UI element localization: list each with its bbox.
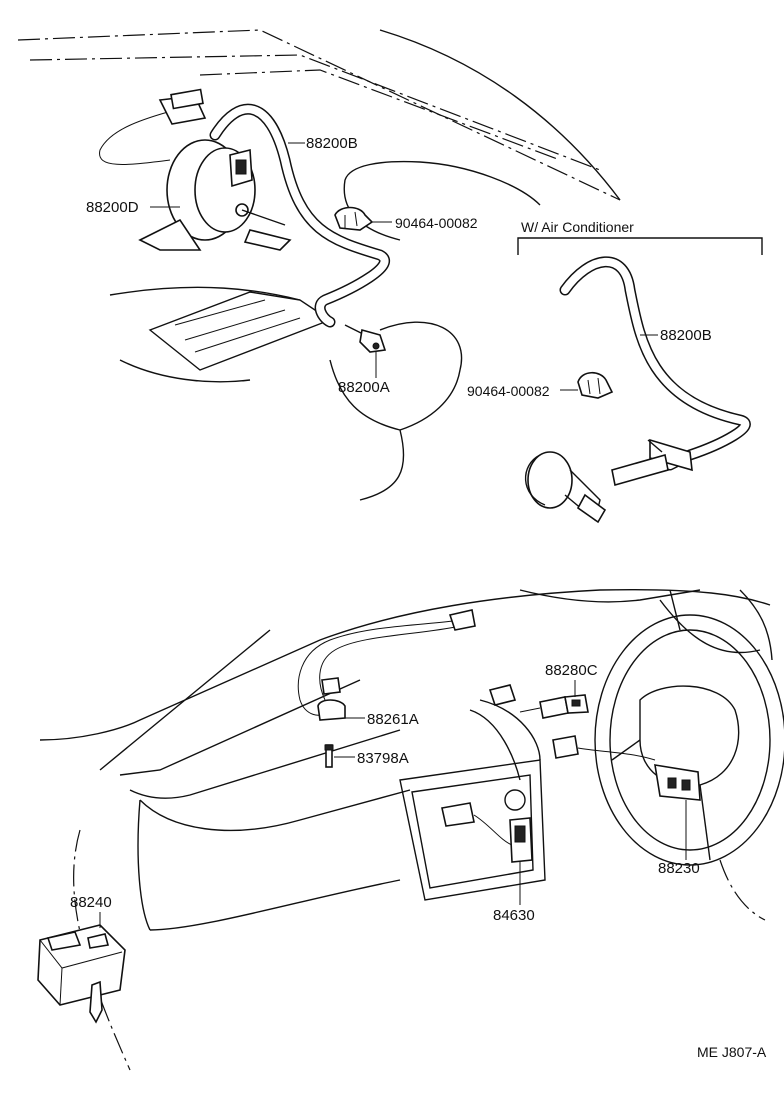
label-83798a: 83798A — [357, 750, 409, 767]
actuator-88200d — [99, 88, 292, 251]
harness-88261a — [297, 609, 476, 721]
label-84630: 84630 — [493, 907, 535, 924]
label-90464-top: 90464-00082 — [395, 215, 478, 231]
dashboard-outline — [39, 588, 773, 1071]
sensor-88200a — [344, 324, 387, 353]
computer-88240 — [37, 924, 126, 1024]
clip-90464-top — [334, 206, 374, 231]
label-88200b-ac: 88200B — [660, 327, 712, 344]
section-title-ac: W/ Air Conditioner — [521, 219, 634, 235]
label-88280c: 88280C — [545, 662, 598, 679]
label-88240: 88240 — [70, 894, 112, 911]
hose-88200b-top — [209, 103, 390, 328]
switch-88230 — [552, 735, 701, 801]
hood-outline — [17, 29, 621, 241]
label-88200a: 88200A — [338, 379, 390, 396]
switch-84630 — [441, 802, 533, 863]
label-88200b-top: 88200B — [306, 135, 358, 152]
label-88230: 88230 — [658, 860, 700, 877]
leader-lines — [99, 142, 687, 928]
label-90464-ac: 90464-00082 — [467, 383, 550, 399]
label-88261a: 88261A — [367, 711, 419, 728]
sensor-88280c — [488, 684, 589, 719]
pin-83798a — [324, 744, 334, 768]
diagram-code: ME J807-A — [697, 1044, 767, 1060]
throttle-body — [329, 321, 463, 501]
label-88200d: 88200D — [86, 199, 139, 216]
ac-inset — [517, 237, 763, 524]
engine-cover — [109, 286, 332, 383]
steering-wheel — [594, 614, 784, 921]
